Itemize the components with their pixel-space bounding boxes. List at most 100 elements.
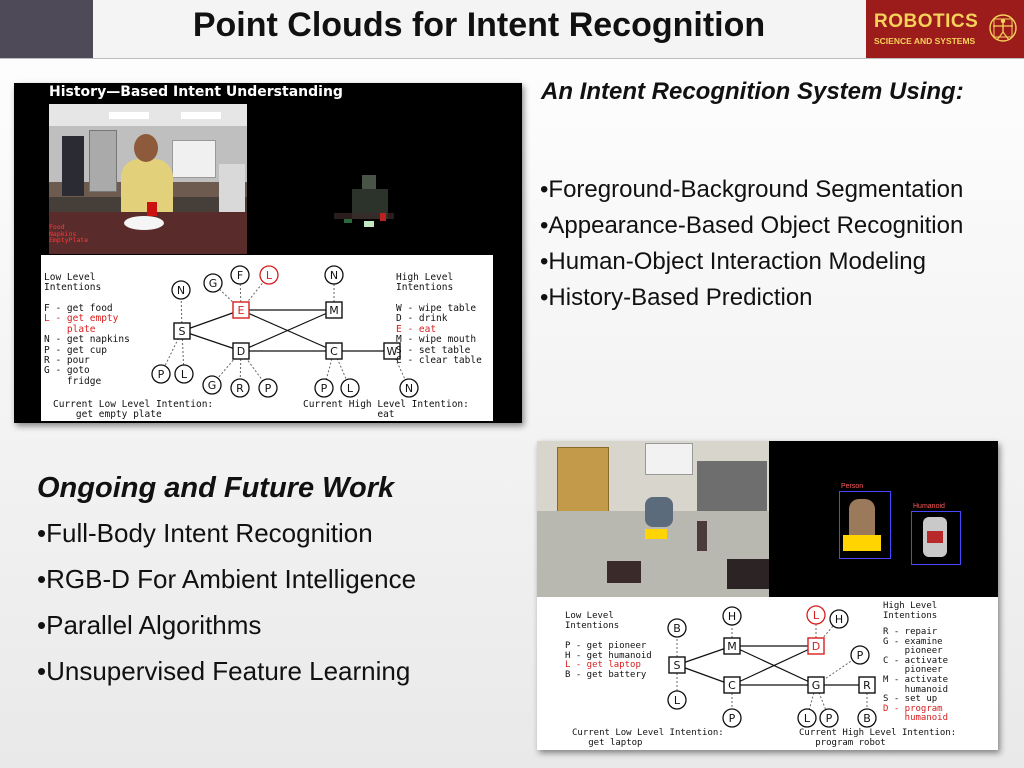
low-level-node-circle [722,708,742,728]
high-header-line1: High Level [396,272,454,283]
fig2-high-item: C - activate [883,655,949,666]
room-video-frame: Food Napkins EmptyPlate [49,104,247,254]
current-high-value-2: program robot [815,737,886,748]
fig2-low-item: P - get pioneer [565,641,647,651]
low-level-node-label: P [857,649,864,662]
low-level-node-label: R [236,382,244,395]
low-level-header-2: Low Level Intentions [565,611,620,631]
high-level-node-label: W [387,345,398,358]
low-level-node-label: P [265,382,272,395]
low-level-node-label: B [863,712,871,725]
low-header-line2: Intentions [44,282,102,294]
low-header-2-line1: Low Level [565,611,614,621]
high-level-node-label: D [812,640,820,653]
low-level-node-label: L [674,694,681,707]
low-level-node-circle [230,378,250,398]
bullet-parallel: •Parallel Algorithms [37,610,262,640]
graph-edge [240,309,335,352]
low-level-node-label: P [729,712,736,725]
bullet-full-body: •Full-Body Intent Recognition [37,518,373,548]
header-accent-block [0,0,93,58]
low-level-node-circle [667,690,687,710]
high-level-node-label: R [863,679,871,692]
bullet-unsupervised: •Unsupervised Feature Learning [37,656,411,686]
current-low-value-2: get laptop [588,737,643,748]
video-label-food: Food [49,223,65,231]
current-high-value: eat [377,409,395,421]
high-level-node-box [858,676,876,694]
fig2-high-item: humanoid [883,684,949,695]
high-level-node-label: S [674,659,681,672]
high-level-node-box [668,656,686,674]
low-level-node-circle [722,606,742,626]
fig1-high-item: E - eat [396,323,437,335]
low-level-node-label: G [208,379,217,392]
high-level-node-label: C [728,679,736,692]
low-level-node-circle [340,378,360,398]
current-low-value: get empty plate [75,409,162,421]
bullet-rgbd: •RGB-D For Ambient Intelligence [37,564,417,594]
low-level-node-circle [857,708,877,728]
current-high-label-2: Current High Level Intention: [799,728,957,738]
fig1-low-item: P - get cup [44,344,107,356]
system-bullets: •Foreground-Background Segmentation •App… [540,172,1010,316]
graph-edge [181,330,242,352]
low-level-node-circle [806,605,826,625]
fig1-high-item: C - clear table [396,355,482,367]
high-level-node-box [383,342,401,360]
low-level-node-label: F [237,269,243,282]
high-level-node-box [325,342,343,360]
high-level-node-label: E [238,304,245,317]
low-level-node-label: H [728,610,736,623]
bullet-segmentation: •Foreground-Background Segmentation [540,176,964,203]
fig2-low-item: L - get laptop [565,660,641,671]
fig2-low-item: H - get humanoid [565,650,652,661]
low-level-node-circle [667,618,687,638]
current-low-intention-2: Current Low Level Intention: get laptop [572,728,724,748]
figure-title: History—Based Intent Understanding [49,84,343,100]
low-level-node-circle [202,375,222,395]
future-work-bullets: •Full-Body Intent Recognition •RGB-D For… [37,518,517,702]
point-cloud-view [334,175,394,227]
high-level-header: High Level Intentions [396,272,454,294]
high-level-node-label: M [727,640,737,653]
detect-label-humanoid: Humanoid [913,503,945,510]
graph-edge [676,645,733,666]
low-level-node-label: L [181,368,188,381]
high-level-node-box [173,322,191,340]
fig2-high-item: S - set up [883,694,938,705]
bullet-recognition: •Appearance-Based Object Recognition [540,212,964,239]
high-level-header-2: High Level Intentions [883,601,937,621]
high-level-node-label: C [330,345,338,358]
low-level-node-label: H [835,613,843,626]
low-level-node-label: L [813,609,820,622]
fig1-low-item: R - pour [44,355,90,367]
high-level-node-box [232,342,250,360]
low-header-2-line2: Intentions [565,620,620,631]
low-level-node-circle [171,280,191,300]
fig1-low-item: F - get food [44,303,113,314]
low-level-node-label: P [826,712,833,725]
low-header-line1: Low Level [44,272,96,283]
detection-view: Person Humanoid [769,441,998,597]
fig1-low-item: G - goto [44,365,90,377]
low-level-node-circle [174,364,194,384]
current-low-intention: Current Low Level Intention: get empty p… [53,399,213,421]
lab-video-frame [537,441,769,597]
low-level-node-circle [819,708,839,728]
low-level-node-label: L [266,269,273,282]
high-level-node-box [807,637,825,655]
bullet-interaction: •Human-Object Interaction Modeling [540,248,926,275]
high-header-line2: Intentions [396,282,454,294]
high-level-node-label: G [812,679,821,692]
fig1-low-item: N - get napkins [44,334,130,346]
fig1-high-item: D - drink [396,313,448,325]
